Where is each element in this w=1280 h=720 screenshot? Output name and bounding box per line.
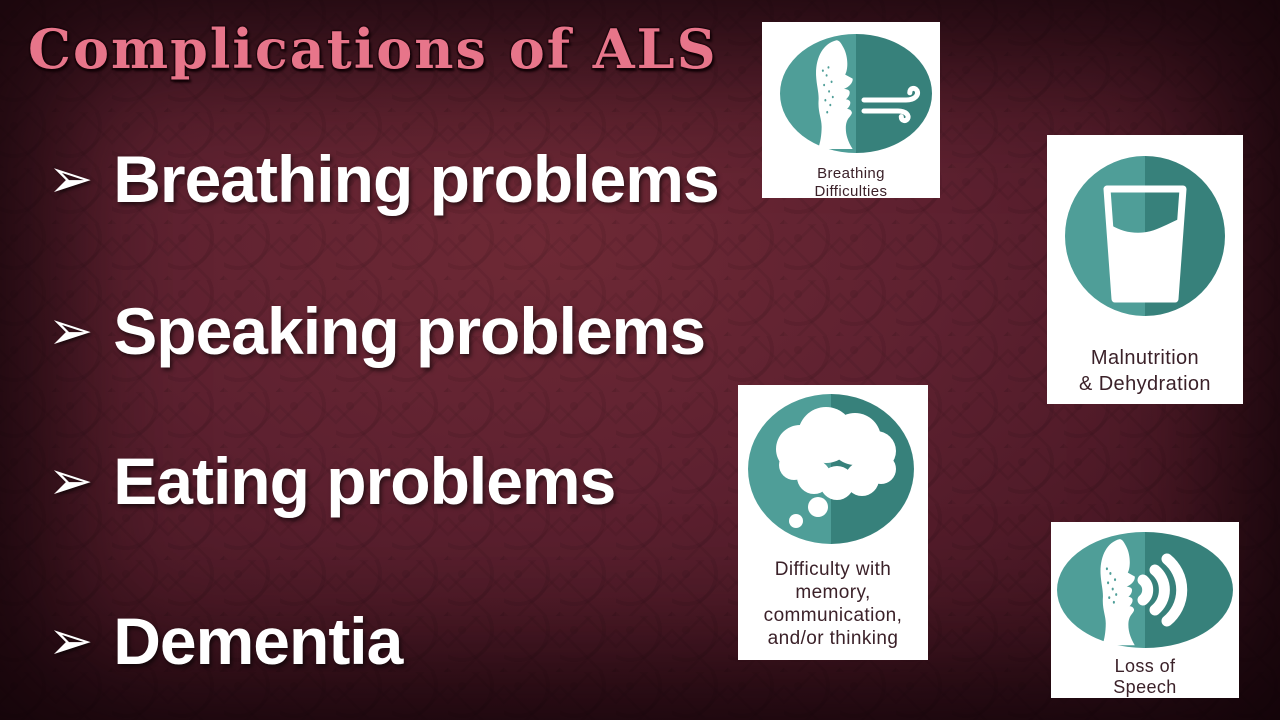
water-glass-icon [1065, 156, 1225, 316]
bullet-eating-problems: ➢ Eating problems [48, 444, 616, 518]
card-caption: Difficulty with memory, communication, a… [763, 559, 903, 649]
bullet-label: Dementia [113, 604, 403, 678]
bullet-breathing-problems: ➢ Breathing problems [48, 142, 720, 216]
arrow-bullet-icon: ➢ [48, 451, 94, 511]
card-malnutrition-dehydration: Malnutrition & Dehydration [1047, 135, 1243, 404]
face-exhaling-wind-icon [780, 34, 932, 153]
card-breathing-difficulties: Breathing Difficulties [762, 22, 940, 200]
bullet-label: Eating problems [113, 444, 616, 518]
arrow-bullet-icon: ➢ [48, 149, 94, 209]
bullet-label: Breathing problems [113, 142, 719, 216]
card-caption: Loss of Speech [1113, 656, 1177, 697]
card-caption: Malnutrition & Dehydration [1079, 347, 1211, 395]
bullet-label: Speaking problems [113, 294, 706, 368]
card-caption: Breathing Difficulties [814, 165, 888, 200]
arrow-bullet-icon: ➢ [48, 301, 94, 361]
bullet-speaking-problems: ➢ Speaking problems [48, 294, 706, 368]
thought-bubble-icon [748, 394, 914, 544]
bullet-dementia: ➢ Dementia [48, 604, 403, 678]
slide-title: Complications of ALS [28, 17, 718, 81]
arrow-bullet-icon: ➢ [48, 611, 94, 671]
face-speaking-sound-waves-icon [1057, 532, 1233, 648]
card-loss-of-speech: Loss of Speech [1051, 522, 1239, 698]
card-memory-communication-thinking: Difficulty with memory, communication, a… [738, 385, 928, 660]
